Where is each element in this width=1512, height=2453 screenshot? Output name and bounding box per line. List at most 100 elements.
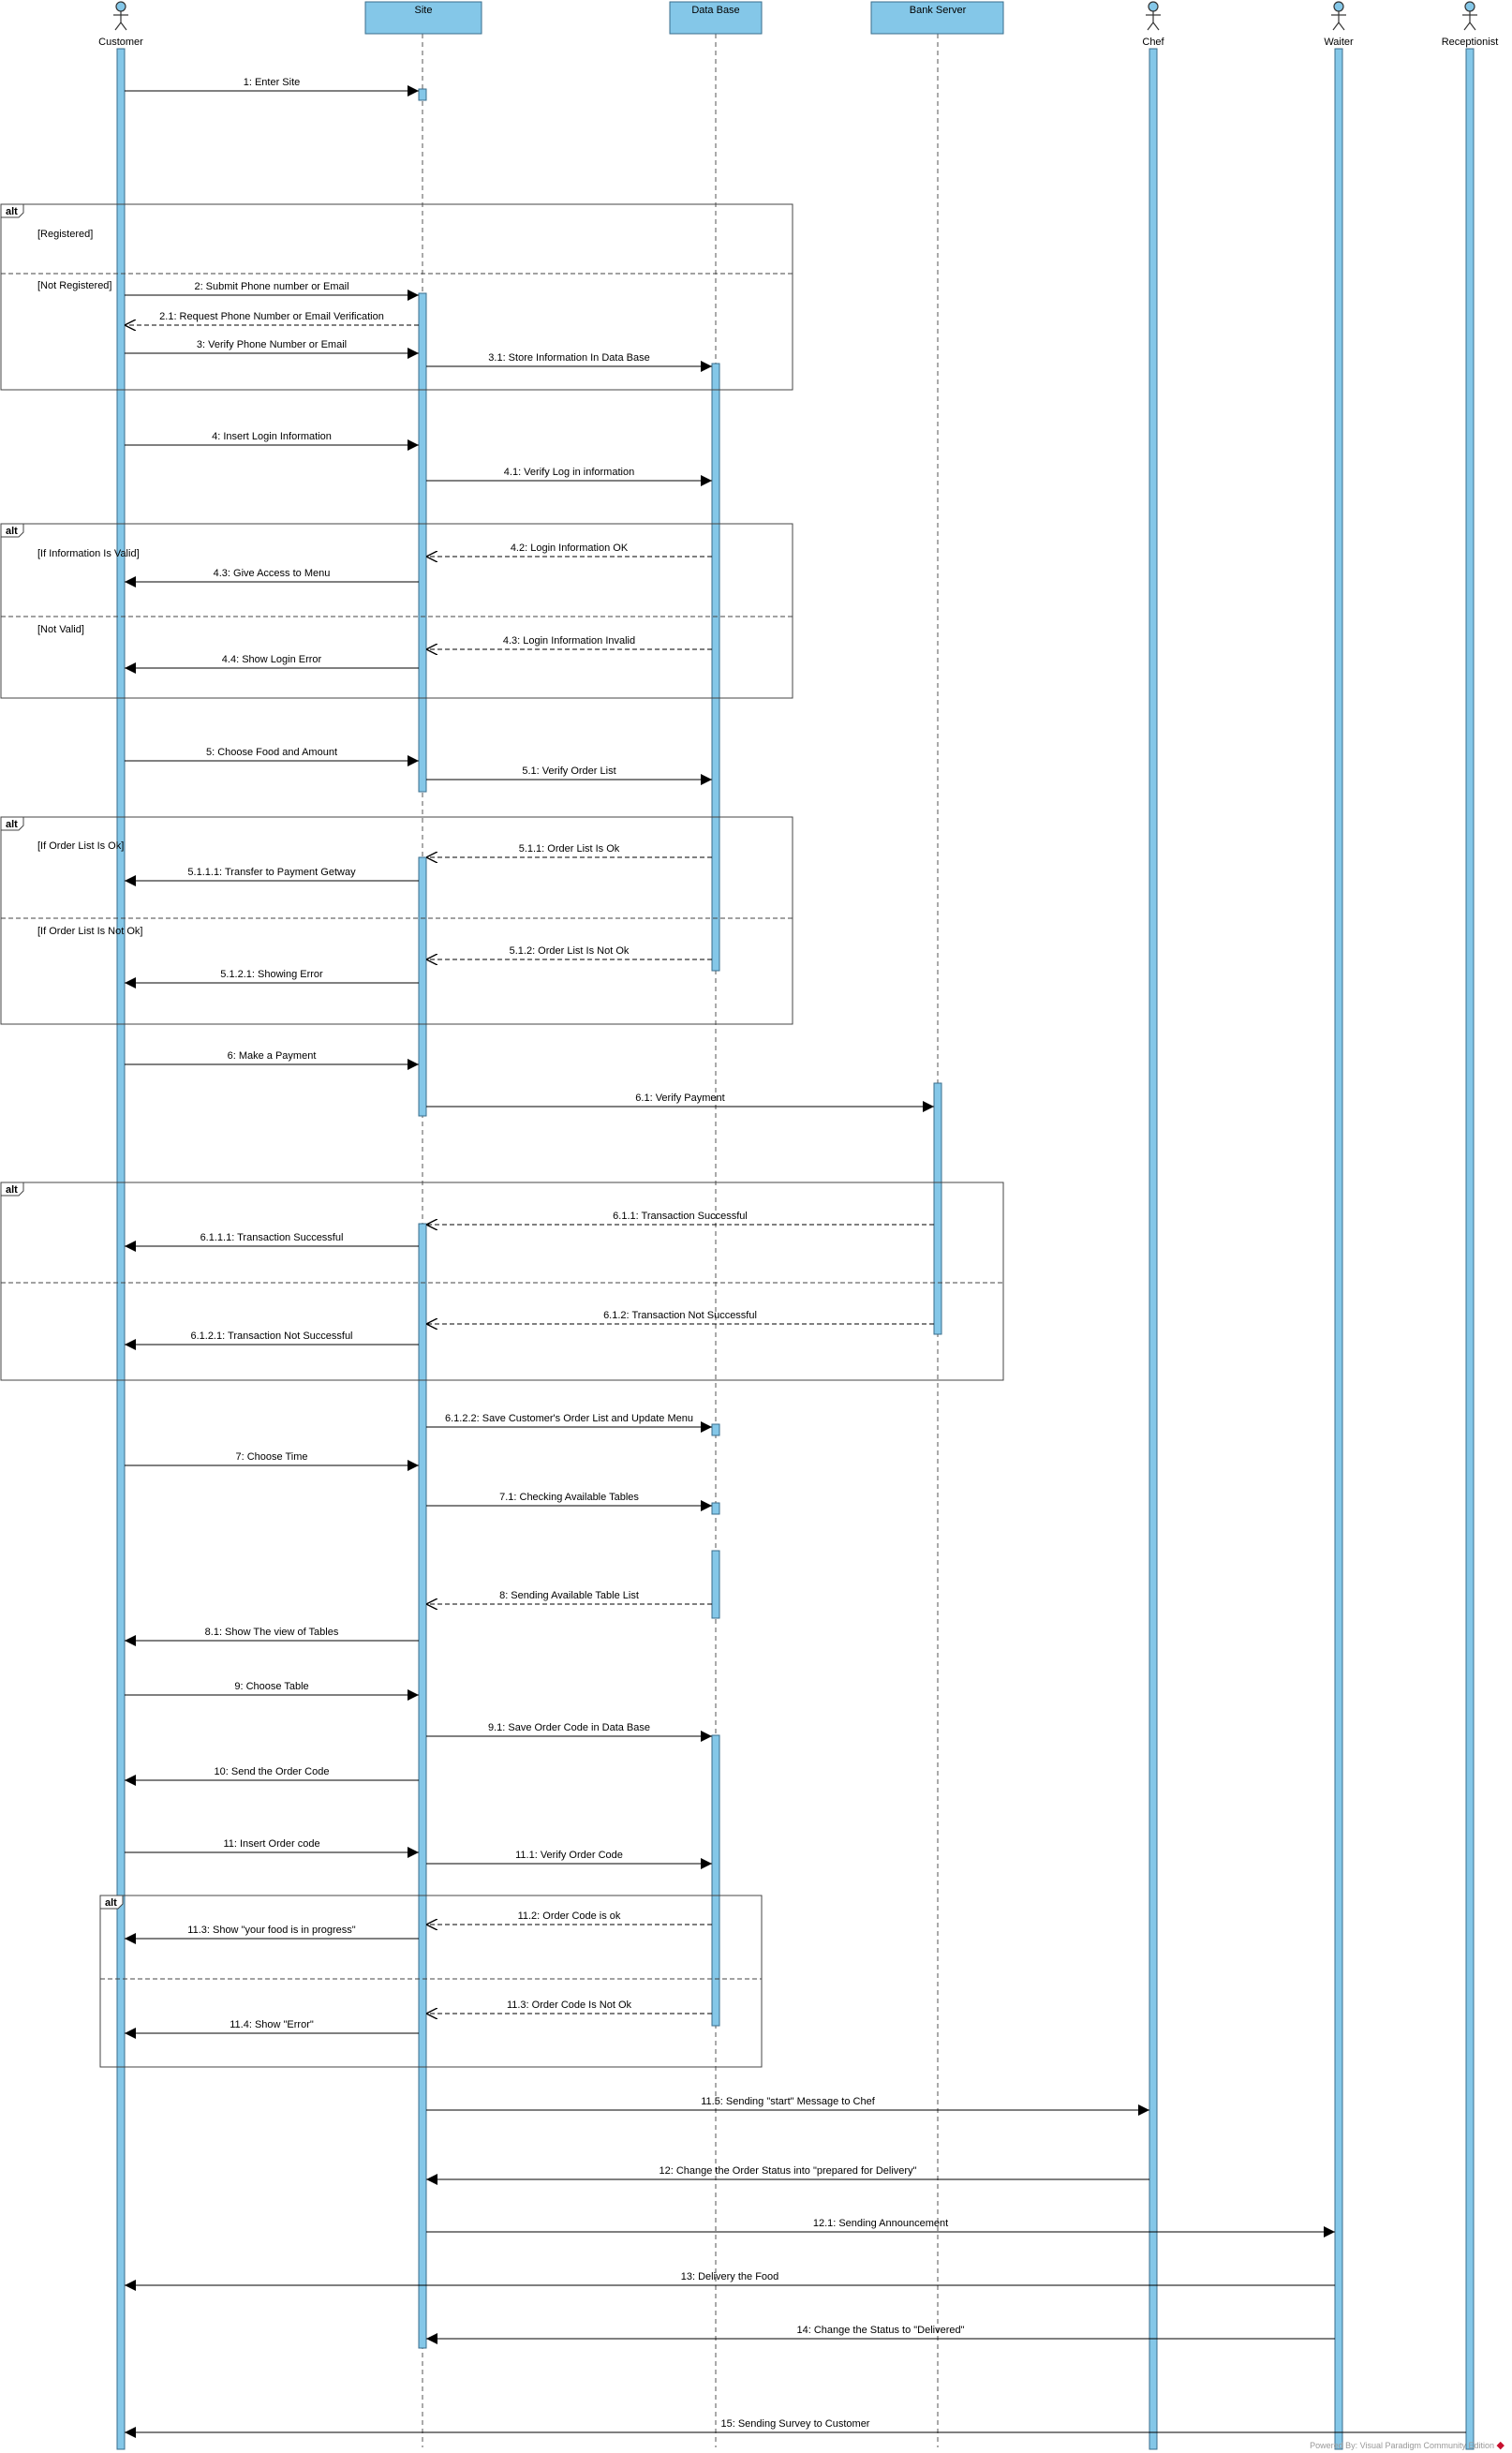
message-label: 4.3: Login Information Invalid — [503, 635, 635, 647]
participant-waiter[interactable]: Waiter — [1324, 1, 1354, 48]
message-7[interactable]: 4.2: Login Information OK — [426, 543, 712, 557]
message-39[interactable]: 12.1: Sending Announcement — [426, 2218, 1335, 2237]
message-2[interactable]: 2.1: Request Phone Number or Email Verif… — [125, 311, 419, 325]
message-29[interactable]: 9.1: Save Order Code in Data Base — [426, 1722, 712, 1742]
guard-label: [Not Valid] — [37, 624, 84, 635]
message-16[interactable]: 5.1.2.1: Showing Error — [125, 969, 419, 989]
message-42[interactable]: 15: Sending Survey to Customer — [125, 2418, 1466, 2438]
guard-label: [Registered] — [37, 229, 93, 240]
message-20[interactable]: 6.1.1.1: Transaction Successful — [125, 1232, 419, 1252]
participant-box — [870, 1, 1004, 35]
message-label: 11.2: Order Code is ok — [518, 1910, 621, 1922]
footer-credit: Powered By: Visual Paradigm Community Ed… — [1310, 2439, 1505, 2451]
message-32[interactable]: 11.1: Verify Order Code — [426, 1850, 712, 1869]
activation-bar-db — [711, 1502, 720, 1515]
message-17[interactable]: 6: Make a Payment — [125, 1050, 419, 1070]
message-24[interactable]: 7: Choose Time — [125, 1451, 419, 1471]
participant-db[interactable]: Data Base — [669, 1, 763, 35]
message-label: 9: Choose Table — [234, 1681, 308, 1692]
message-label: 6.1.1.1: Transaction Successful — [200, 1232, 344, 1243]
message-38[interactable]: 12: Change the Order Status into "prepar… — [426, 2165, 1149, 2185]
message-label: 11.1: Verify Order Code — [515, 1850, 623, 1861]
message-12[interactable]: 5.1: Verify Order List — [426, 766, 712, 785]
activation-bar-chef — [1149, 48, 1158, 2450]
message-26[interactable]: 8: Sending Available Table List — [426, 1590, 712, 1604]
message-0[interactable]: 1: Enter Site — [125, 77, 419, 97]
guard-label: [If Information Is Valid] — [37, 548, 140, 559]
message-30[interactable]: 10: Send the Order Code — [125, 1766, 419, 1786]
participant-label: Data Base — [691, 5, 739, 16]
footer-text: Powered By: Visual Paradigm Community Ed… — [1310, 2441, 1495, 2450]
participant-chef[interactable]: Chef — [1142, 1, 1165, 48]
message-label: 5.1.1.1: Transfer to Payment Getway — [187, 867, 356, 878]
participant-bank[interactable]: Bank Server — [870, 1, 1004, 35]
message-label: 6.1.1: Transaction Successful — [613, 1211, 748, 1222]
participant-box — [364, 1, 482, 35]
participant-label: Chef — [1142, 37, 1164, 48]
message-label: 3: Verify Phone Number or Email — [197, 339, 347, 350]
message-28[interactable]: 9: Choose Table — [125, 1681, 419, 1701]
message-label: 6.1: Verify Payment — [635, 1093, 724, 1104]
message-label: 11.5: Sending "start" Message to Chef — [701, 2096, 875, 2107]
message-label: 2: Submit Phone number or Email — [194, 281, 348, 292]
message-label: 6.1.2.2: Save Customer's Order List and … — [445, 1413, 693, 1424]
participant-site[interactable]: Site — [364, 1, 482, 35]
activation-bar-site — [418, 856, 427, 1117]
message-35[interactable]: 11.3: Order Code Is Not Ok — [426, 2000, 712, 2014]
message-6[interactable]: 4.1: Verify Log in information — [426, 467, 712, 486]
message-23[interactable]: 6.1.2.2: Save Customer's Order List and … — [426, 1413, 712, 1433]
message-label: 13: Delivery the Food — [681, 2271, 779, 2282]
participant-receptionist[interactable]: Receptionist — [1442, 1, 1499, 48]
message-label: 3.1: Store Information In Data Base — [488, 352, 649, 364]
activation-bar-db — [711, 1423, 720, 1436]
message-3[interactable]: 3: Verify Phone Number or Email — [125, 339, 419, 359]
message-37[interactable]: 11.5: Sending "start" Message to Chef — [426, 2096, 1149, 2116]
message-18[interactable]: 6.1: Verify Payment — [426, 1093, 934, 1112]
message-label: 11.4: Show "Error" — [230, 2019, 314, 2030]
message-15[interactable]: 5.1.2: Order List Is Not Ok — [426, 945, 712, 959]
message-27[interactable]: 8.1: Show The view of Tables — [125, 1627, 419, 1646]
message-label: 4: Insert Login Information — [212, 431, 332, 442]
message-label: 4.1: Verify Log in information — [504, 467, 634, 478]
participant-customer[interactable]: Customer — [98, 1, 143, 48]
message-label: 8.1: Show The view of Tables — [205, 1627, 339, 1638]
message-40[interactable]: 13: Delivery the Food — [125, 2271, 1335, 2291]
message-41[interactable]: 14: Change the Status to "Delivered" — [426, 2325, 1335, 2344]
message-33[interactable]: 11.2: Order Code is ok — [426, 1910, 712, 1925]
message-label: 14: Change the Status to "Delivered" — [796, 2325, 964, 2336]
message-25[interactable]: 7.1: Checking Available Tables — [426, 1492, 712, 1511]
message-label: 5.1.2.1: Showing Error — [220, 969, 323, 980]
activation-bar-site — [418, 292, 427, 793]
message-11[interactable]: 5: Choose Food and Amount — [125, 747, 419, 766]
message-14[interactable]: 5.1.1.1: Transfer to Payment Getway — [125, 867, 419, 886]
message-9[interactable]: 4.3: Login Information Invalid — [426, 635, 712, 649]
message-8[interactable]: 4.3: Give Access to Menu — [125, 568, 419, 587]
activation-bar-site — [418, 88, 427, 101]
message-4[interactable]: 3.1: Store Information In Data Base — [426, 352, 712, 372]
message-21[interactable]: 6.1.2: Transaction Not Successful — [426, 1310, 934, 1324]
message-label: 4.2: Login Information OK — [511, 543, 629, 554]
message-31[interactable]: 11: Insert Order code — [125, 1838, 419, 1858]
message-34[interactable]: 11.3: Show "your food is in progress" — [125, 1925, 419, 1944]
message-36[interactable]: 11.4: Show "Error" — [125, 2019, 419, 2039]
guard-label: [If Order List Is Not Ok] — [37, 926, 142, 937]
participant-label: Receptionist — [1442, 37, 1499, 48]
actor-icon — [1462, 1, 1477, 31]
activation-bar-db — [711, 1550, 720, 1619]
activation-bar-waiter — [1334, 48, 1343, 2450]
message-22[interactable]: 6.1.2.1: Transaction Not Successful — [125, 1331, 419, 1350]
actor-icon — [1331, 1, 1346, 31]
message-label: 5: Choose Food and Amount — [206, 747, 337, 758]
message-13[interactable]: 5.1.1: Order List Is Ok — [426, 843, 712, 857]
actor-icon — [113, 1, 128, 31]
messages-layer: 1: Enter Site 2: Submit Phone number or E… — [125, 77, 1466, 2438]
message-5[interactable]: 4: Insert Login Information — [125, 431, 419, 451]
fragment-operator: alt — [6, 526, 18, 537]
message-1[interactable]: 2: Submit Phone number or Email — [125, 281, 419, 301]
message-label: 1: Enter Site — [244, 77, 301, 88]
message-19[interactable]: 6.1.1: Transaction Successful — [426, 1211, 934, 1225]
activation-bar-receptionist — [1465, 48, 1475, 2450]
message-10[interactable]: 4.4: Show Login Error — [125, 654, 419, 674]
activation-bar-customer — [116, 48, 126, 2450]
